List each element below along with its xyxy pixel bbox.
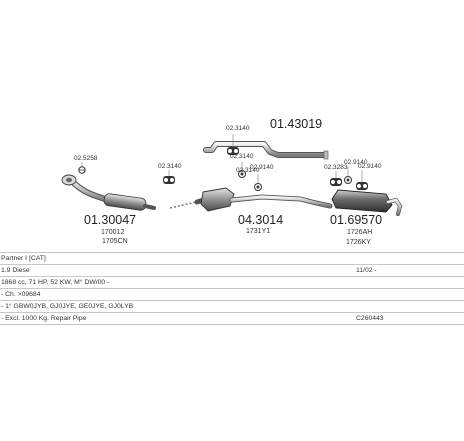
info-reference: C260443 <box>356 315 384 322</box>
info-model: Partner I [CAT] <box>1 255 46 262</box>
vehicle-info-table: Partner I [CAT] 1.9 Diese 11/02 - 1868 c… <box>0 252 464 325</box>
clamp-02-3140-b <box>238 170 246 178</box>
part-number-04-3014: 04.3014 <box>238 213 283 227</box>
info-engine: 1.9 Diese <box>1 267 30 274</box>
part-number-01-69570: 01.69570 <box>330 213 382 227</box>
part-sub-1726ky: 1726KY <box>346 239 371 246</box>
leader-lines <box>81 134 363 183</box>
info-codes: - 1° GBW0JYB, GJ0JYE, GE0JYE, GJ0LYB <box>1 303 134 310</box>
info-row-chassis: - Ch. >09684 <box>0 289 464 301</box>
part-sub-170012: 170012 <box>101 229 124 236</box>
info-chassis: - Ch. >09684 <box>1 291 41 298</box>
info-row-note: - Excl. 1000 Kg. Repair Pipe C260443 <box>0 313 464 325</box>
info-row-model: Partner I [CAT] <box>0 252 464 265</box>
hanger-02-3140-a <box>163 176 175 184</box>
info-date-range: 11/02 - <box>356 267 377 274</box>
part-number-01-30047: 01.30047 <box>84 213 136 227</box>
center-pipe-04-3014 <box>169 187 333 212</box>
info-note: - Excl. 1000 Kg. Repair Pipe <box>1 315 87 322</box>
label-02-5258: 02.5258 <box>74 155 98 162</box>
exhaust-system-diagram: 01.43019 01.30047 170012 1705CN 04.3014 … <box>61 117 403 246</box>
label-02-3140-b: 02.3140 <box>230 153 254 160</box>
clamp-02-9140-a <box>254 183 262 191</box>
label-02-9140-a: 02.9140 <box>344 159 368 166</box>
part-sub-1731y1: 1731Y1 <box>246 228 270 235</box>
info-row-engine: 1.9 Diese 11/02 - <box>0 265 464 277</box>
label-02-3283: 02.3283 <box>324 164 348 171</box>
hanger-02-9140-c <box>356 182 368 190</box>
front-pipe-01-30047 <box>61 174 156 211</box>
hanger-02-3283 <box>330 178 342 186</box>
part-number-01-43019: 01.43019 <box>270 117 322 131</box>
label-02-9140-b: 02.9140 <box>358 163 382 170</box>
part-sub-1705cn: 1705CN <box>102 238 128 245</box>
label-02-9140-mid: 02.9140 <box>250 164 274 171</box>
clamp-02-5258 <box>78 166 86 174</box>
info-row-specs: 1868 cc, 71 HP, 52 KW, M° DW/00 - <box>0 277 464 289</box>
part-sub-1726ah: 1726AH <box>347 229 372 236</box>
repair-pipe-01-43019 <box>203 141 329 160</box>
clamp-02-9140-b <box>344 176 352 184</box>
label-02-3140-c: 02.3140 <box>236 167 260 174</box>
label-02-3140-top: 02.3140 <box>226 125 250 132</box>
hanger-02-3140-c <box>227 147 239 155</box>
label-02-3140-a: 02.3140 <box>158 163 182 170</box>
rear-silencer-01-69570 <box>331 189 403 216</box>
info-row-codes: - 1° GBW0JYB, GJ0JYE, GE0JYE, GJ0LYB <box>0 301 464 313</box>
info-specs: 1868 cc, 71 HP, 52 KW, M° DW/00 - <box>1 279 110 286</box>
